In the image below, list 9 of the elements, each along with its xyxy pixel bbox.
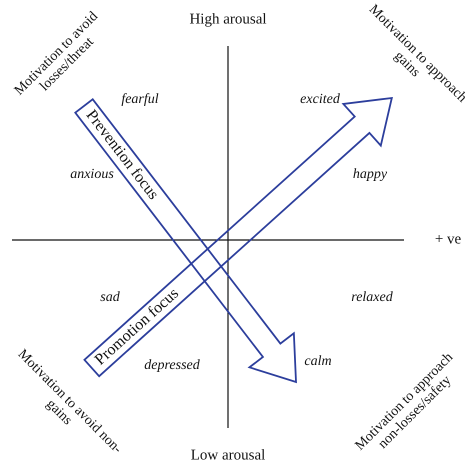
emotion-label: happy <box>352 167 388 183</box>
axis-label: High arousal <box>189 12 267 28</box>
emotion-label: excited <box>300 92 340 108</box>
emotion-label: fearful <box>121 92 159 108</box>
axis-label: Low arousal <box>190 448 266 464</box>
emotion-label: sad <box>100 290 120 306</box>
emotion-label: anxious <box>70 167 114 183</box>
emotion-label: relaxed <box>351 290 393 306</box>
emotion-label: calm <box>304 354 332 370</box>
